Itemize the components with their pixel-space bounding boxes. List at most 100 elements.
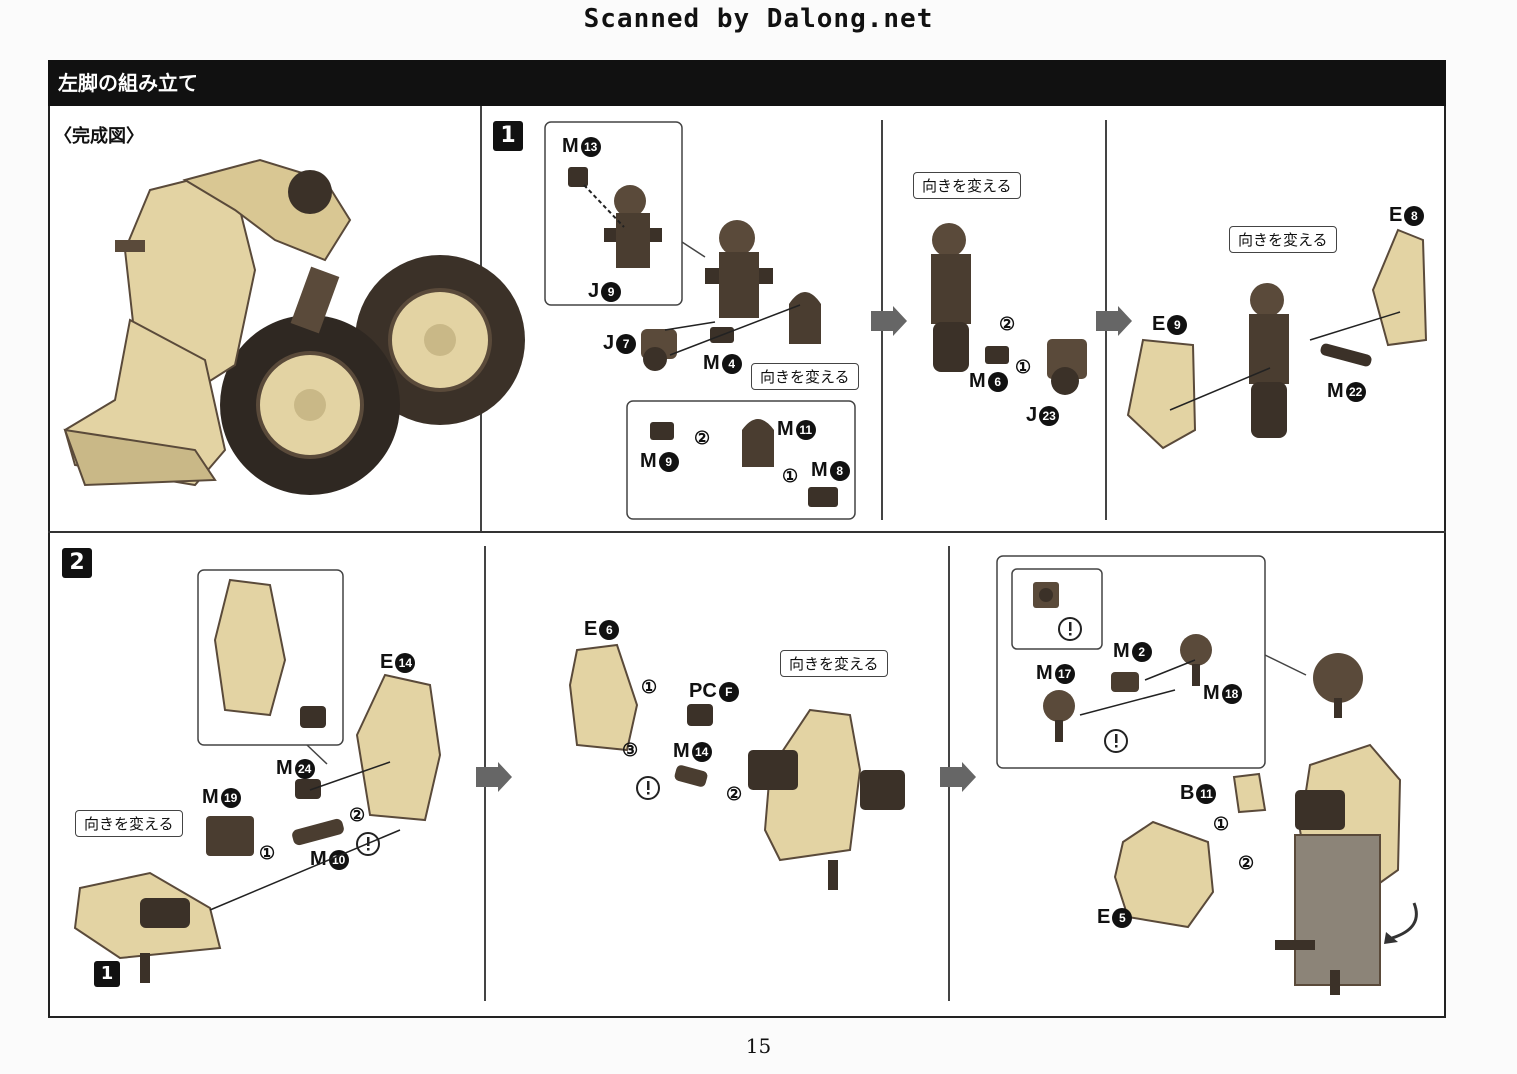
part-e6-illustration xyxy=(568,643,639,752)
part-pcf-illustration xyxy=(687,704,713,726)
step1b-assembly xyxy=(931,223,971,372)
step1-callout-box xyxy=(544,121,706,306)
completed-heading: 〈完成図〉 xyxy=(54,126,144,147)
rotate-direction-arrow xyxy=(1384,902,1418,944)
callout-e14-detail xyxy=(213,578,287,717)
part-m18-illustration xyxy=(1180,634,1212,686)
knee-joint xyxy=(288,170,332,214)
order-mark-1d: ① xyxy=(641,677,658,697)
step2-callout-box xyxy=(197,569,344,765)
caution-icon-m14 xyxy=(636,776,660,800)
part-m11-illustration xyxy=(742,419,774,467)
part-m24-illustration xyxy=(295,779,321,799)
rotate-callout-3: 向きを変える xyxy=(1229,226,1337,253)
completed-leg-illustration xyxy=(63,158,525,495)
wheel-rear xyxy=(355,255,525,425)
part-m8-illustration xyxy=(808,487,838,507)
socket-detail-icon xyxy=(1033,582,1059,608)
part-m14-illustration xyxy=(674,765,708,787)
part-m10-illustration xyxy=(292,818,344,846)
part-m6-illustration xyxy=(985,346,1009,364)
part-m2-illustration xyxy=(1111,672,1139,692)
part-m9-illustration xyxy=(650,422,674,440)
step2c-callout-box xyxy=(996,555,1307,769)
callout-m24-detail xyxy=(300,706,326,728)
caution-icon-m2 xyxy=(1104,729,1128,753)
part-m22-illustration xyxy=(1320,343,1372,367)
part-e5-illustration xyxy=(1113,820,1215,929)
part-e9-illustration xyxy=(1126,338,1197,450)
step2b-assembly xyxy=(748,708,905,890)
rotate-callout-2: 向きを変える xyxy=(913,172,1021,199)
part-j9-illustration xyxy=(604,185,662,268)
step-2-badge: 2 xyxy=(62,548,92,578)
order-mark-2c: ② xyxy=(349,805,366,825)
step1-detail-box xyxy=(626,400,856,520)
reference-step-badge: 1 xyxy=(94,961,120,987)
page-number: 15 xyxy=(745,1034,772,1058)
step1c-assembly xyxy=(1249,283,1289,438)
next-arrow-4 xyxy=(940,762,976,792)
step2a-arrows xyxy=(209,761,401,911)
foot-claw xyxy=(63,428,217,487)
rotate-callout-4: 向きを変える xyxy=(75,810,183,837)
wheel-front xyxy=(220,315,400,495)
m17-m18-arrows xyxy=(1079,659,1196,716)
order-mark-3: ③ xyxy=(622,740,639,760)
step2a-base-assembly xyxy=(73,871,222,983)
part-j7-illustration xyxy=(641,329,677,371)
part-m17-socket xyxy=(1313,653,1363,718)
step1-assembly-arrows xyxy=(664,304,801,356)
part-m11-arch xyxy=(789,292,821,344)
part-m19-illustration xyxy=(206,816,254,856)
part-j23-illustration xyxy=(1047,339,1087,395)
step1-assembly-body xyxy=(705,220,773,318)
order-mark-2b: ② xyxy=(999,314,1016,334)
step2c-final-assembly xyxy=(1275,743,1402,995)
order-mark-1c: ① xyxy=(259,843,276,863)
m13-to-j9-arrow xyxy=(583,184,625,228)
rotate-callout-1: 向きを変える xyxy=(751,363,859,390)
order-mark-2e: ② xyxy=(1238,853,1255,873)
caution-icon-detail xyxy=(1058,617,1082,641)
rotate-callout-5: 向きを変える xyxy=(780,650,888,677)
order-mark-1: ① xyxy=(782,466,799,486)
next-arrow-1 xyxy=(871,306,907,336)
part-b11-illustration xyxy=(1232,772,1267,814)
part-m13-icon xyxy=(568,167,588,187)
part-m17-illustration xyxy=(1043,690,1075,742)
part-e14-illustration xyxy=(355,673,442,822)
step-1-badge: 1 xyxy=(493,121,523,151)
order-mark-2: ② xyxy=(694,428,711,448)
row-divider xyxy=(48,531,1446,533)
next-arrow-3 xyxy=(476,762,512,792)
step1c-arrows xyxy=(1169,311,1401,411)
order-mark-1e: ① xyxy=(1213,814,1230,834)
scan-credit: Scanned by Dalong.net xyxy=(583,4,934,34)
section-title: 左脚の組み立て xyxy=(48,60,1446,106)
next-arrow-2 xyxy=(1096,306,1132,336)
